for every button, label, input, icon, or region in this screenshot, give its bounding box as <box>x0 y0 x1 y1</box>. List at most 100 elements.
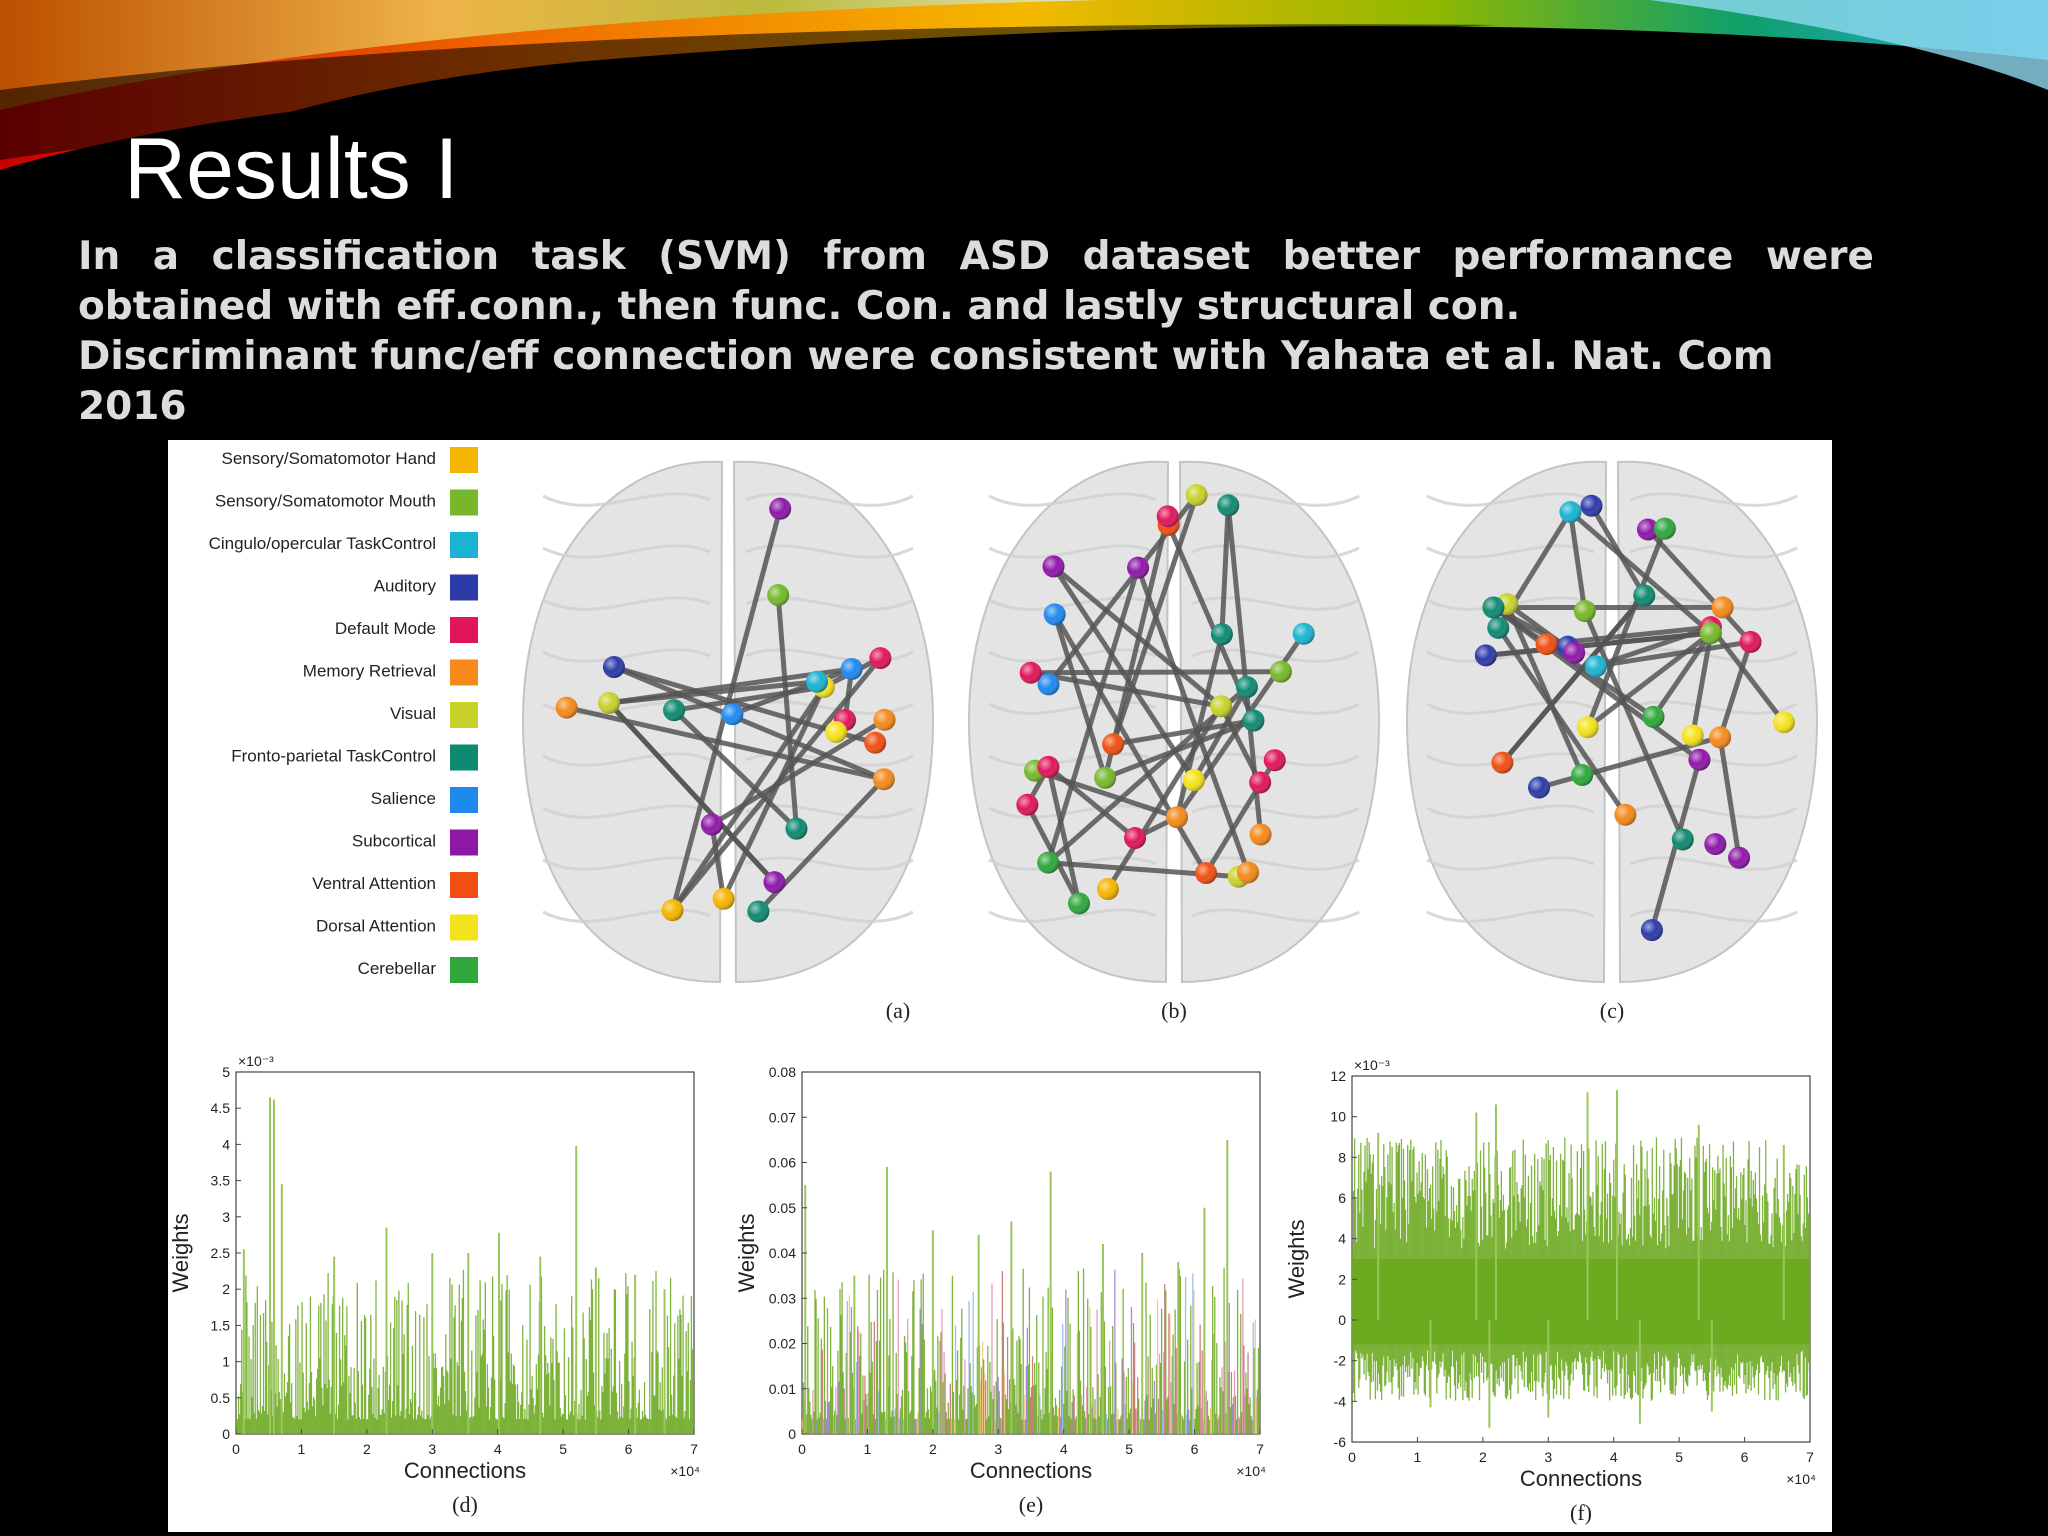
region-node-shading <box>1237 861 1260 884</box>
legend-swatch <box>450 489 478 516</box>
y-tick-label: 0.5 <box>211 1390 231 1406</box>
region-node-shading <box>1640 919 1663 942</box>
y-tick-label: 2.5 <box>211 1245 231 1261</box>
x-tick-label: 0 <box>1348 1449 1356 1465</box>
region-node-shading <box>1573 599 1596 622</box>
connection-edge <box>1034 768 1178 820</box>
legend-swatch <box>450 574 478 601</box>
connection-edge <box>566 705 885 782</box>
x-tick-label: 6 <box>1191 1441 1199 1457</box>
region-node-shading <box>1739 630 1762 653</box>
brain-gyrus <box>542 544 711 559</box>
legend-label: Ventral Attention <box>312 874 436 893</box>
region-node-shading <box>1728 846 1751 869</box>
brain-gyrus <box>1191 492 1360 507</box>
brain-gyrus <box>1191 908 1360 923</box>
decorative-swoosh-banner <box>0 0 2048 250</box>
y-tick-label: 0.01 <box>769 1381 796 1397</box>
connection-edge <box>1030 670 1222 709</box>
brain-gyrus <box>1629 492 1798 507</box>
legend-label: Auditory <box>374 577 437 596</box>
region-node-shading <box>1195 862 1218 885</box>
y-tick-label: 4 <box>222 1136 230 1152</box>
region-node-shading <box>1235 676 1258 699</box>
connection-edge <box>1595 639 1751 669</box>
connection-edge <box>1586 631 1713 730</box>
region-node-shading <box>700 813 723 836</box>
region-node-shading <box>1711 596 1734 619</box>
region-node-shading <box>840 657 863 680</box>
connection-edge <box>1651 631 1713 719</box>
connection-edge <box>1496 626 1628 817</box>
region-node-shading <box>1019 661 1042 684</box>
region-node-shading <box>1096 878 1119 901</box>
brain-hemisphere <box>1178 460 1381 984</box>
legend-swatch <box>450 744 478 771</box>
x-tick-label: 1 <box>864 1441 872 1457</box>
legend-swatch <box>450 659 478 686</box>
region-node-shading <box>869 647 892 670</box>
y-tick-label: 0.08 <box>769 1064 796 1080</box>
x-axis-label: Connections <box>404 1458 526 1483</box>
region-node-shading <box>1217 494 1240 517</box>
y-tick-label: 0.07 <box>769 1109 796 1125</box>
connection-edge <box>1135 566 1251 874</box>
region-node-shading <box>1037 851 1060 874</box>
region-node-shading <box>1124 826 1147 849</box>
legend-swatch <box>450 957 478 983</box>
y-tick-label: 3.5 <box>211 1173 231 1189</box>
connection-edge <box>721 686 827 900</box>
brain-gyrus <box>542 492 711 507</box>
connection-edge <box>1218 705 1263 784</box>
x-axis-label: Connections <box>970 1458 1092 1483</box>
legend-label: Sensory/Somatomotor Mouth <box>215 492 436 511</box>
region-node-shading <box>1614 803 1637 826</box>
connection-edge <box>1500 593 1647 765</box>
region-node-shading <box>1042 555 1065 578</box>
region-node-shading <box>1681 724 1704 747</box>
region-node-shading <box>825 720 848 743</box>
connection-edge <box>1567 511 1588 612</box>
legend-label: Cerebellar <box>358 959 437 978</box>
brain-gyrus <box>542 752 711 767</box>
y-axis-label: Weights <box>168 1213 193 1292</box>
region-node-shading <box>1269 660 1292 683</box>
y-tick-label: 1.5 <box>211 1317 231 1333</box>
x-tick-label: 7 <box>690 1441 698 1457</box>
legend-label: Default Mode <box>335 619 436 638</box>
brain-gyrus <box>542 908 711 923</box>
connection-edge <box>1568 510 1713 636</box>
y-tick-label: 4.5 <box>211 1100 231 1116</box>
region-node-shading <box>1166 806 1189 829</box>
region-node-shading <box>1037 755 1060 778</box>
brain-gyrus <box>1629 908 1798 923</box>
region-node-shading <box>598 691 621 714</box>
legend-label: Visual <box>390 704 436 723</box>
x-tick-label: 0 <box>232 1441 240 1457</box>
y-tick-label: -4 <box>1334 1393 1347 1409</box>
region-node-shading <box>1709 726 1732 749</box>
brain-gyrus <box>745 596 914 611</box>
region-node-shading <box>555 696 578 719</box>
connection-edge <box>1504 602 1585 777</box>
region-node-shading <box>1210 623 1233 646</box>
region-node-shading <box>1580 494 1603 517</box>
region-node-shading <box>1210 695 1233 718</box>
brain-gyrus <box>542 596 711 611</box>
brain-gyrus <box>1629 648 1798 663</box>
y-tick-label: 0.06 <box>769 1155 796 1171</box>
x-tick-label: 6 <box>1741 1449 1749 1465</box>
brain-gyrus <box>1629 856 1798 871</box>
connection-edge <box>1045 566 1141 864</box>
connection-edge <box>670 685 826 912</box>
y-tick-label: 0.03 <box>769 1290 796 1306</box>
brain-gyrus <box>988 596 1157 611</box>
brain-panel <box>521 460 935 984</box>
y-axis-label: Weights <box>1284 1219 1309 1298</box>
brain-gyrus <box>1191 648 1360 663</box>
brain-hemisphere <box>1405 460 1608 984</box>
region-node-shading <box>1292 622 1315 645</box>
y-tick-label: 0.02 <box>769 1336 796 1352</box>
figure-canvas: Sensory/Somatomotor HandSensory/Somatomo… <box>168 447 1819 1525</box>
